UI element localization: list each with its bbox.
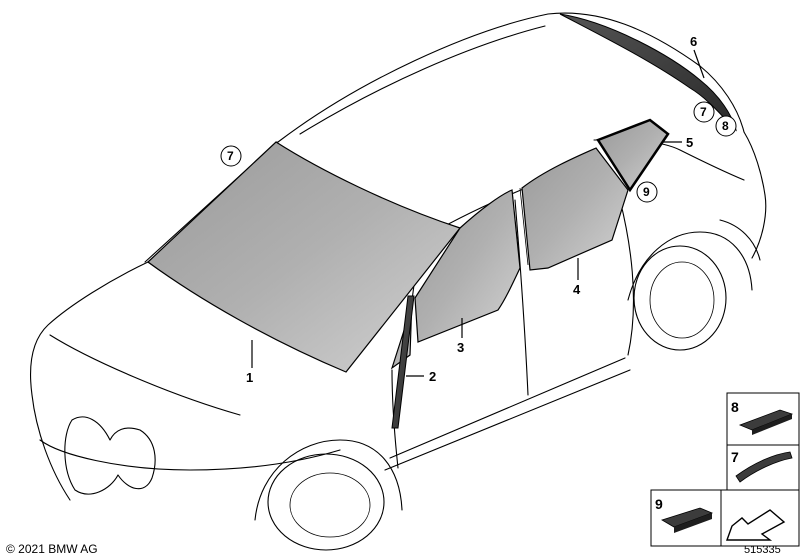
- callout-4: 4: [573, 282, 581, 297]
- windshield: [147, 141, 462, 373]
- circle-callout-7-rear: 7: [693, 101, 715, 123]
- circle-callout-9: 9: [636, 181, 658, 203]
- arrow-icon: [726, 509, 786, 541]
- circle-callout-8-label: 8: [722, 119, 729, 133]
- rear-window: [559, 13, 737, 132]
- circle-callout-7-windshield: 7: [220, 145, 242, 167]
- copyright: © 2021 BMW AG: [6, 542, 98, 556]
- front-door-glass: [414, 189, 521, 343]
- legend-box-8: 8: [726, 392, 800, 446]
- diagram-number: 515335: [744, 544, 781, 556]
- circle-callout-7-rear-label: 7: [700, 105, 707, 119]
- legend-box-9: 9: [650, 489, 800, 547]
- legend-box-7: 7: [726, 444, 800, 491]
- callout-6: 6: [690, 34, 697, 49]
- callout-3: 3: [457, 340, 464, 355]
- a-pillar-trim: [391, 295, 415, 429]
- legend-box-9-label: 9: [655, 496, 663, 512]
- rear-door-glass: [521, 147, 629, 271]
- callout-1: 1: [246, 370, 253, 385]
- callout-2: 2: [429, 369, 436, 384]
- circle-callout-7-windshield-label: 7: [227, 149, 234, 163]
- legend-box-7-label: 7: [731, 449, 739, 465]
- leader-lines: [251, 49, 705, 377]
- circle-callout-9-label: 9: [643, 185, 650, 199]
- legend-box-8-label: 8: [731, 399, 739, 415]
- circle-callout-8: 8: [715, 115, 737, 137]
- callout-5: 5: [686, 135, 693, 150]
